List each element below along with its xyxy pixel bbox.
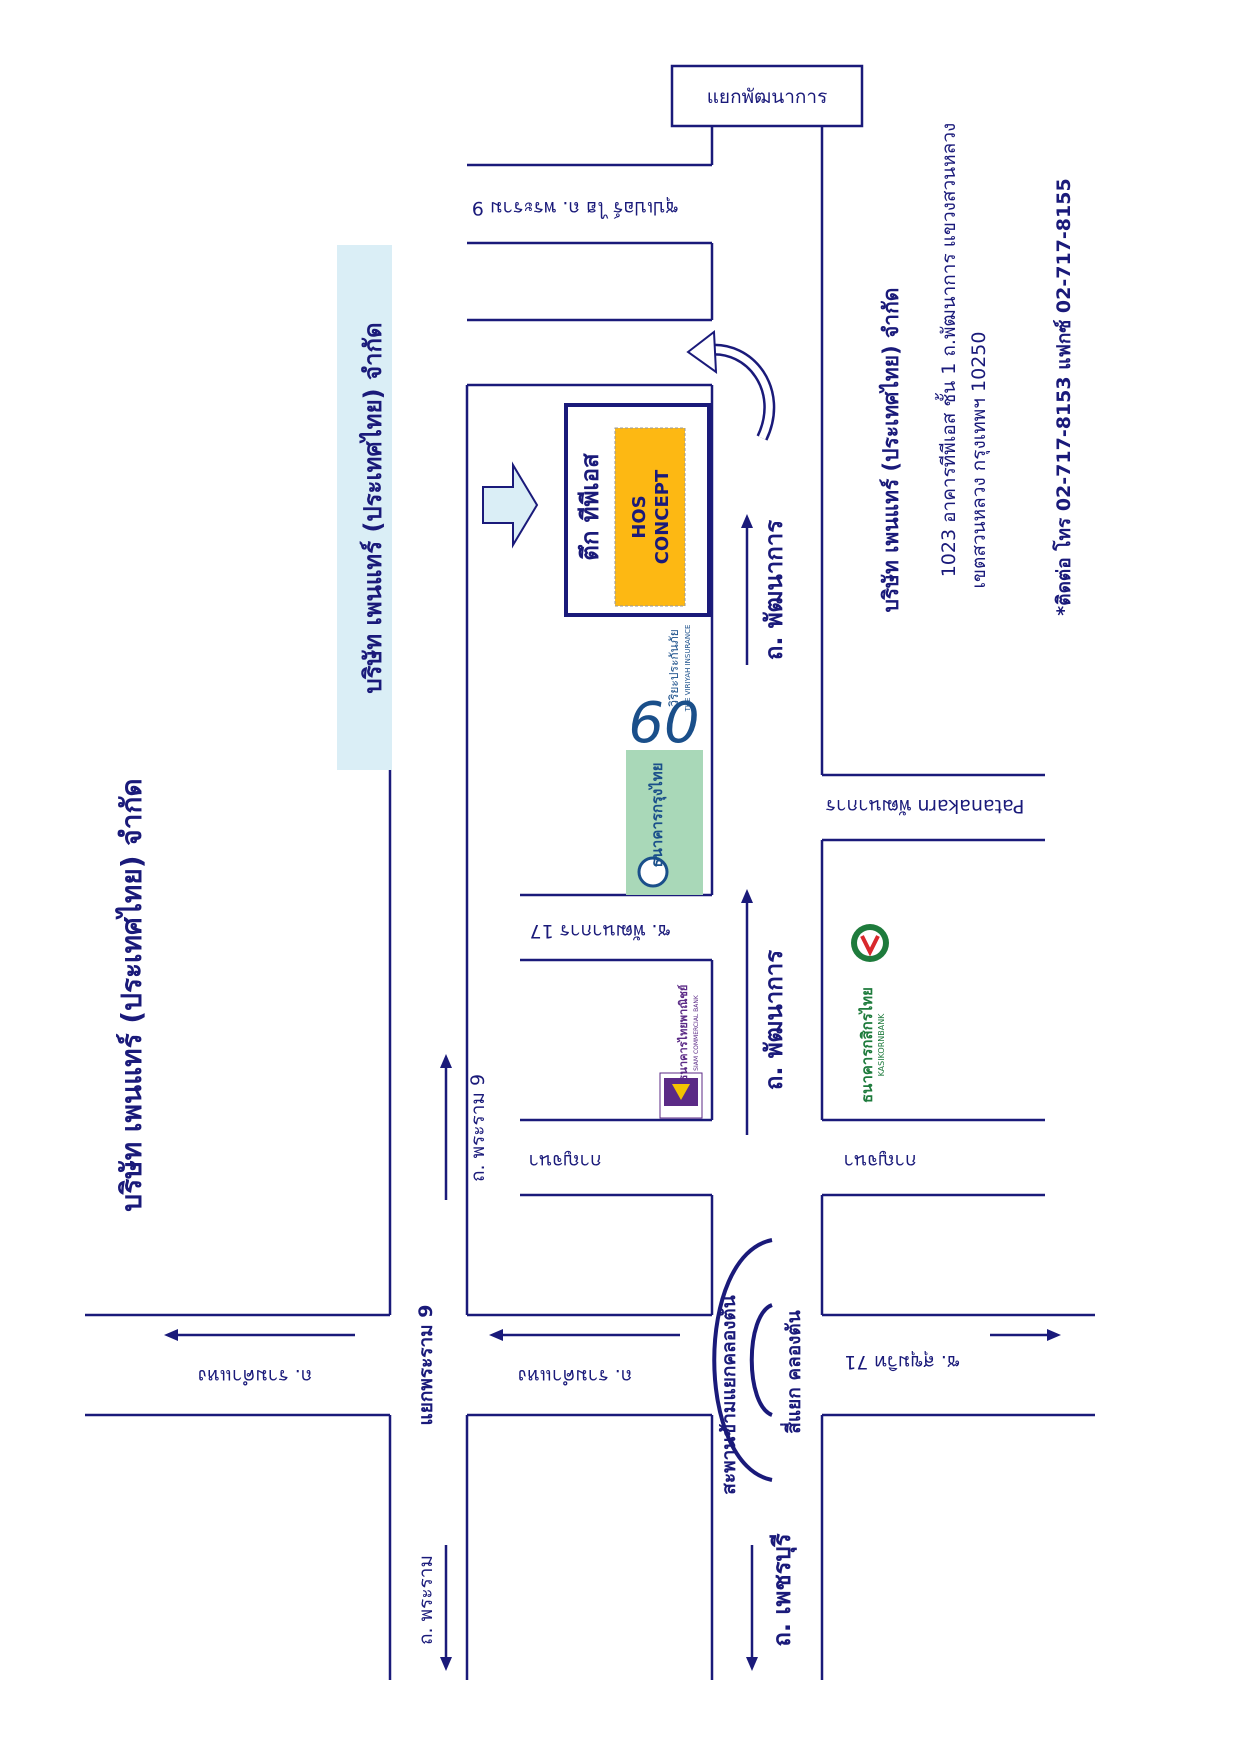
kbank-logo: ธนาคารกสิกรไทย KASIKORNBANK xyxy=(851,924,889,1103)
road-network xyxy=(85,125,1095,1680)
hos-label-2: CONCEPT xyxy=(652,469,673,564)
road-rama-left: ถ. พระราม xyxy=(415,1555,437,1645)
ramkhamhaeng-mid-label: ถ. รามคำแหง xyxy=(518,1365,632,1387)
krungthai-logo: ธนาคารกรุงไทย xyxy=(626,750,703,895)
road-petchaburi: ถ. เพชรบุรี xyxy=(768,1533,798,1646)
kanjana-right-label: กาญจนา xyxy=(843,1150,916,1172)
building-name: ตึก ทีพีเอส xyxy=(576,453,604,561)
road-labels: ถ. พัฒนาการ ถ. พัฒนาการ ถ. พระราม 9 แยกพ… xyxy=(198,196,1025,1647)
viriyah-label-en: THE VIRIYAH INSURANCE xyxy=(684,625,692,713)
sukhumvit71-label: ซ. สุขุมวิท 71 xyxy=(844,1350,960,1373)
address-line2: เขตสวนหลวง กรุงเทพฯ 10250 xyxy=(968,332,991,589)
road-rama9-junction: แยกพระราม 9 xyxy=(415,1304,437,1425)
landmark-pattanakarn-junction: แยกพัฒนาการ xyxy=(670,64,864,128)
krungthai-label: ธนาคารกรุงไทย xyxy=(647,762,667,867)
viriyah-logo: 60 วิริยะประกันภัย THE VIRIYAH INSURANCE xyxy=(628,625,699,756)
building-pointer-arrow xyxy=(482,461,539,549)
scb-label: ธนาคารไทยพาณิชย์ xyxy=(676,985,690,1082)
soi-rama9-label: ซุปเปอร์ ไฮ ถ. พระราม 9 xyxy=(472,196,678,219)
viriyah-label: วิริยะประกันภัย xyxy=(667,629,681,707)
building-tps: ตึก ทีพีเอส HOS CONCEPT xyxy=(564,403,711,617)
landmark-label: แยกพัฒนาการ xyxy=(707,86,828,108)
page-title: บริษัท เพนแทร์ (ประเทศไทย) จำกัด xyxy=(115,778,148,1211)
address-company: บริษัท เพนแทร์ (ประเทศไทย) จำกัด xyxy=(878,288,903,613)
kbank-label: ธนาคารกสิกรไทย xyxy=(857,987,876,1103)
khlongton-bridge-label: สะพานข้ามแยกคลองตัน xyxy=(718,1295,740,1494)
road-pattanakarn-upper: ถ. พัฒนาการ xyxy=(760,520,788,660)
ramkhamhaeng-left-label: ถ. รามคำแหง xyxy=(198,1365,312,1387)
hos-label-1: HOS xyxy=(629,495,650,538)
u-turn-arrow xyxy=(686,330,776,441)
company-banner: บริษัท เพนแทร์ (ประเทศไทย) จำกัด xyxy=(337,245,392,770)
road-pattanakarn-lower: ถ. พัฒนาการ xyxy=(760,950,788,1090)
scb-logo: ธนาคารไทยพาณิชย์ SIAM COMMERCIAL BANK xyxy=(659,985,703,1119)
patanakarn-en-label: Patanakarn พัฒนาการ xyxy=(826,795,1025,817)
svg-text:60: 60 xyxy=(628,691,699,756)
address-contact: *ติดต่อ โทร 02-717-8153 แฟกซ์ 02-717-815… xyxy=(1052,178,1075,615)
khlongton-bridge xyxy=(712,1238,773,1482)
kanjana-left-label: กาญจนา xyxy=(528,1150,601,1172)
direction-arrows xyxy=(164,514,1061,1671)
khlongton-junction-label: สี่แยก คลองตัน xyxy=(780,1310,805,1433)
kbank-label-en: KASIKORNBANK xyxy=(877,1013,886,1077)
company-banner-text: บริษัท เพนแทร์ (ประเทศไทย) จำกัด xyxy=(358,322,387,693)
address-block: บริษัท เพนแทร์ (ประเทศไทย) จำกัด 1023 อา… xyxy=(878,123,1075,616)
address-line1: 1023 อาคารทีพีเอส ชั้น 1 ถ.พัฒนาการ แขวง… xyxy=(935,123,960,578)
road-rama9-arrow: ถ. พระราม 9 xyxy=(467,1074,489,1182)
scb-label-en: SIAM COMMERCIAL BANK xyxy=(693,994,700,1071)
soi-pattanakarn17-label: ซ. พัฒนาการ 17 xyxy=(530,920,671,942)
